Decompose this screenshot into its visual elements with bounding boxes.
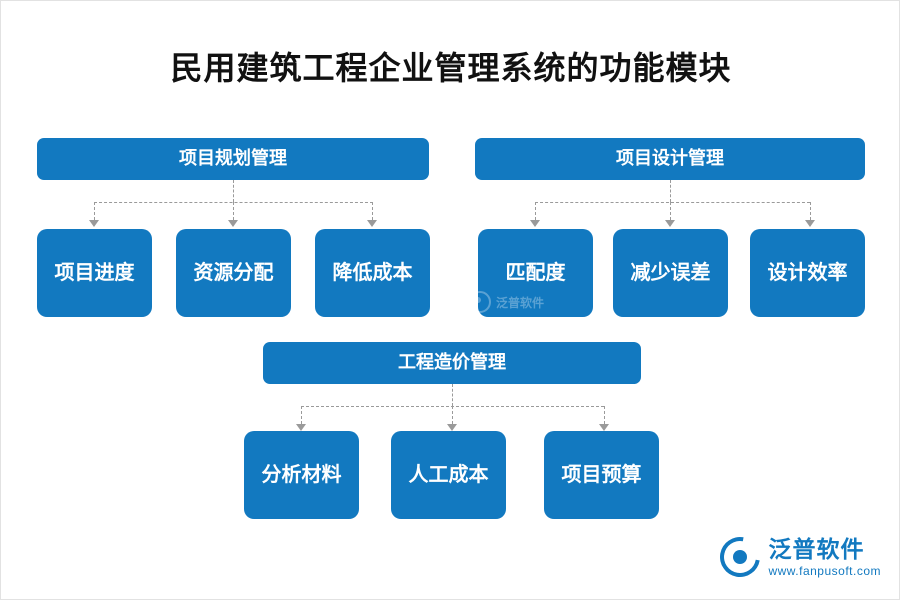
node-child-material-analysis[interactable]: 分析材料 [244,431,359,519]
connector-vertical-group1-child1 [94,202,95,220]
node-parent-cost-management[interactable]: 工程造价管理 [263,342,641,384]
node-child-project-budget[interactable]: 项目预算 [544,431,659,519]
connector-vertical-group1-stem [233,180,234,202]
connector-horizontal-group2-bus [535,202,810,203]
arrow-group2-child3 [805,220,815,227]
node-child-resource-allocation[interactable]: 资源分配 [176,229,291,317]
node-child-cost-reduction[interactable]: 降低成本 [315,229,430,317]
connector-vertical-group3-stem [452,384,453,406]
logo-dot-shape [733,550,748,564]
connector-vertical-group1-child3 [372,202,373,220]
connector-vertical-group2-child3 [810,202,811,220]
arrow-group2-child2 [665,220,675,227]
connector-vertical-group2-child1 [535,202,536,220]
connector-vertical-group1-child2 [233,202,234,220]
arrow-group3-child1 [296,424,306,431]
brand-logo-text: 泛普软件 www.fanpusoft.com [768,535,881,578]
node-parent-project-design[interactable]: 项目设计管理 [475,138,865,180]
connector-vertical-group2-child2 [670,202,671,220]
connector-vertical-group3-child3 [604,406,605,424]
arrow-group1-child2 [228,220,238,227]
node-child-design-efficiency[interactable]: 设计效率 [750,229,865,317]
node-child-project-progress[interactable]: 项目进度 [37,229,152,317]
connector-vertical-group3-child2 [452,406,453,424]
arrow-group1-child3 [367,220,377,227]
brand-url: www.fanpusoft.com [768,563,881,578]
brand-logo-icon [712,529,769,585]
node-parent-project-planning[interactable]: 项目规划管理 [37,138,429,180]
node-child-labor-cost[interactable]: 人工成本 [391,431,506,519]
arrow-group1-child1 [89,220,99,227]
node-child-error-reduction[interactable]: 减少误差 [613,229,728,317]
node-child-match-degree[interactable]: 匹配度 [478,229,593,317]
brand-name: 泛普软件 [768,535,865,562]
connector-vertical-group2-stem [670,180,671,202]
arrow-group3-child3 [599,424,609,431]
page-title: 民用建筑工程企业管理系统的功能模块 [170,50,732,86]
arrow-group3-child2 [447,424,457,431]
arrow-group2-child1 [530,220,540,227]
brand-logo: 泛普软件 www.fanpusoft.com [712,529,881,585]
connector-vertical-group3-child1 [301,406,302,424]
